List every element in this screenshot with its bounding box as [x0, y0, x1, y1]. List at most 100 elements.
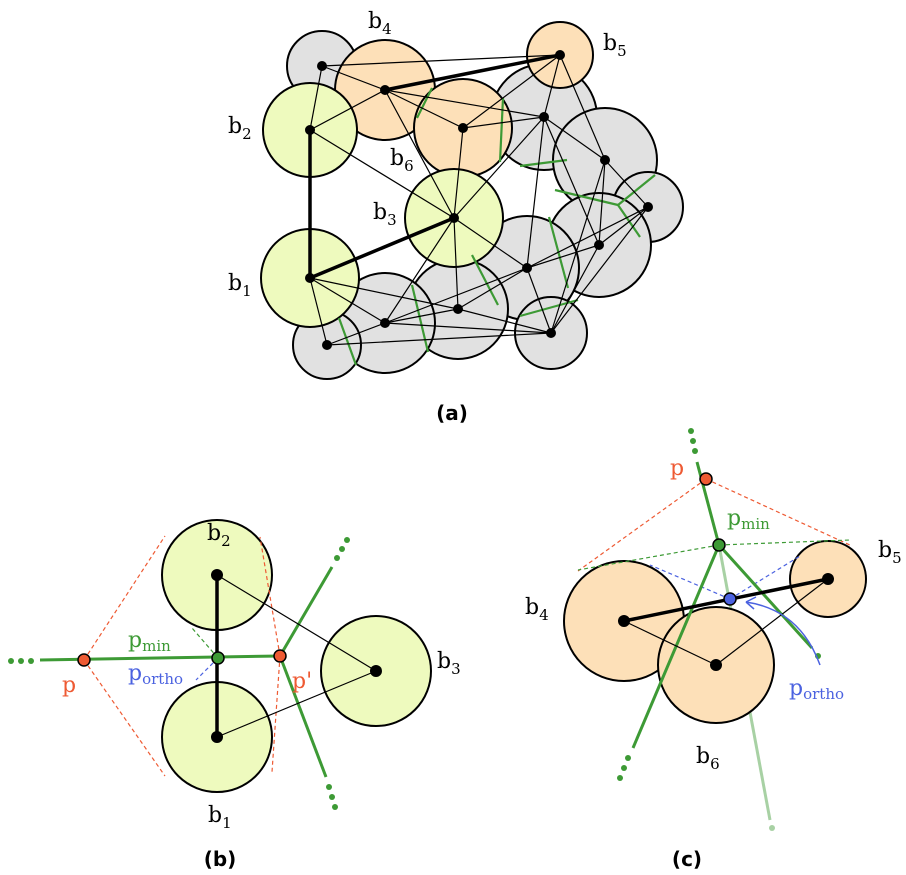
ellipsis-dot — [769, 825, 775, 831]
point-pmin — [211, 651, 225, 665]
ellipsis-dot — [344, 537, 350, 543]
center-dot — [600, 155, 610, 165]
center-dot — [546, 328, 556, 338]
tangent-line — [83, 659, 166, 777]
graph-edge — [216, 670, 377, 738]
center-dot — [211, 569, 223, 581]
panel-b-red-dashes — [83, 535, 281, 777]
point-portho — [723, 592, 737, 606]
voronoi-edge — [278, 655, 328, 778]
point-p-prime — [273, 649, 287, 663]
panel-b-blue-dashes — [195, 657, 219, 681]
graph-edge — [326, 308, 552, 346]
label-b1: b1 — [228, 271, 252, 300]
ellipsis-dot — [621, 765, 627, 771]
ellipsis-dot — [625, 755, 631, 761]
center-dot — [539, 112, 549, 122]
tangent-line — [271, 655, 281, 773]
caption-b: (b) — [204, 847, 237, 871]
label-b3: b3 — [437, 649, 461, 678]
graph-edge — [384, 244, 600, 334]
tangent-line — [259, 536, 281, 657]
ellipsis-dot — [334, 555, 340, 561]
label-b6: b6 — [390, 146, 414, 175]
label-b5: b5 — [878, 538, 902, 567]
label-b2: b2 — [207, 521, 231, 550]
pmin-dash — [718, 539, 851, 546]
graph-edge — [526, 116, 606, 334]
center-dot — [643, 202, 653, 212]
pmin-dash — [577, 544, 720, 571]
label-portho: portho — [128, 661, 183, 688]
center-dot — [317, 61, 327, 71]
edge-b4-b5 — [384, 53, 561, 92]
panel-c: p pmin portho b4 b5 b6 (c) — [525, 428, 902, 871]
point-pmin — [712, 538, 726, 552]
center-dot — [370, 665, 382, 677]
panel-c-edges — [623, 578, 829, 666]
panel-c-centers — [618, 573, 834, 671]
ellipsis-dot — [326, 784, 332, 790]
panel-c-blue-dashes — [649, 555, 801, 600]
graph-edge — [526, 206, 649, 334]
tangent-line — [577, 478, 707, 572]
label-b4: b4 — [525, 595, 549, 624]
graph-edge — [623, 620, 717, 666]
voronoi-edge — [416, 87, 433, 119]
label-b2: b2 — [228, 114, 252, 143]
voronoi-edge — [337, 317, 358, 366]
graph-edge — [216, 574, 377, 672]
caption-a: (a) — [436, 401, 468, 425]
voronoi-edge — [519, 298, 579, 318]
point-p — [77, 653, 91, 667]
label-b1: b1 — [208, 803, 232, 832]
panel-c-green-dashes — [577, 539, 851, 571]
ellipsis-dot — [329, 794, 335, 800]
center-dot — [618, 615, 630, 627]
center-dot — [449, 213, 459, 223]
panel-a: b4 b5 b2 b6 b3 b1 (a) — [228, 9, 684, 425]
center-dot — [305, 125, 315, 135]
voronoi-edge — [278, 566, 334, 657]
ellipsis-dot — [8, 658, 14, 664]
panel-b-centers — [211, 569, 382, 743]
label-pmin: pmin — [128, 628, 171, 655]
voronoi-edge — [39, 654, 281, 662]
graph-edge — [309, 277, 459, 346]
ellipsis-dot — [339, 546, 345, 552]
center-dot — [380, 318, 390, 328]
center-dot — [211, 731, 223, 743]
voronoi-edge — [717, 543, 814, 650]
panel-a-thick-edges — [308, 53, 561, 280]
label-b6: b6 — [696, 744, 720, 773]
label-b4: b4 — [368, 9, 392, 38]
label-p: p — [62, 673, 76, 698]
edge-b1-b3 — [309, 216, 455, 280]
ellipsis-dot — [690, 438, 696, 444]
graph-edge — [453, 54, 561, 219]
tangent-line — [705, 478, 853, 547]
graph-edge — [309, 54, 561, 131]
panel-b-voronoi-dots — [8, 537, 350, 810]
label-p-prime: p' — [292, 669, 312, 694]
center-dot — [522, 263, 532, 273]
ellipsis-dot — [617, 775, 623, 781]
ellipsis-dot — [28, 658, 34, 664]
center-dot — [380, 85, 390, 95]
ellipsis-dot — [688, 428, 694, 434]
arrow-head — [745, 596, 757, 610]
label-p: p — [670, 456, 684, 481]
panel-c-red-dashes — [577, 478, 853, 572]
panel-b: b2 b3 b1 p p' pmin portho (b) — [8, 519, 461, 871]
center-dot — [710, 659, 722, 671]
voronoi-edge — [471, 254, 499, 306]
graph-edge — [384, 116, 545, 324]
faded-dots — [769, 825, 775, 831]
voronoi-edge — [498, 97, 505, 163]
graph-edge — [715, 578, 829, 666]
center-dot — [305, 273, 315, 283]
center-dot — [594, 240, 604, 250]
panel-c-voronoi-dots — [617, 428, 821, 781]
label-pmin: pmin — [727, 506, 770, 533]
